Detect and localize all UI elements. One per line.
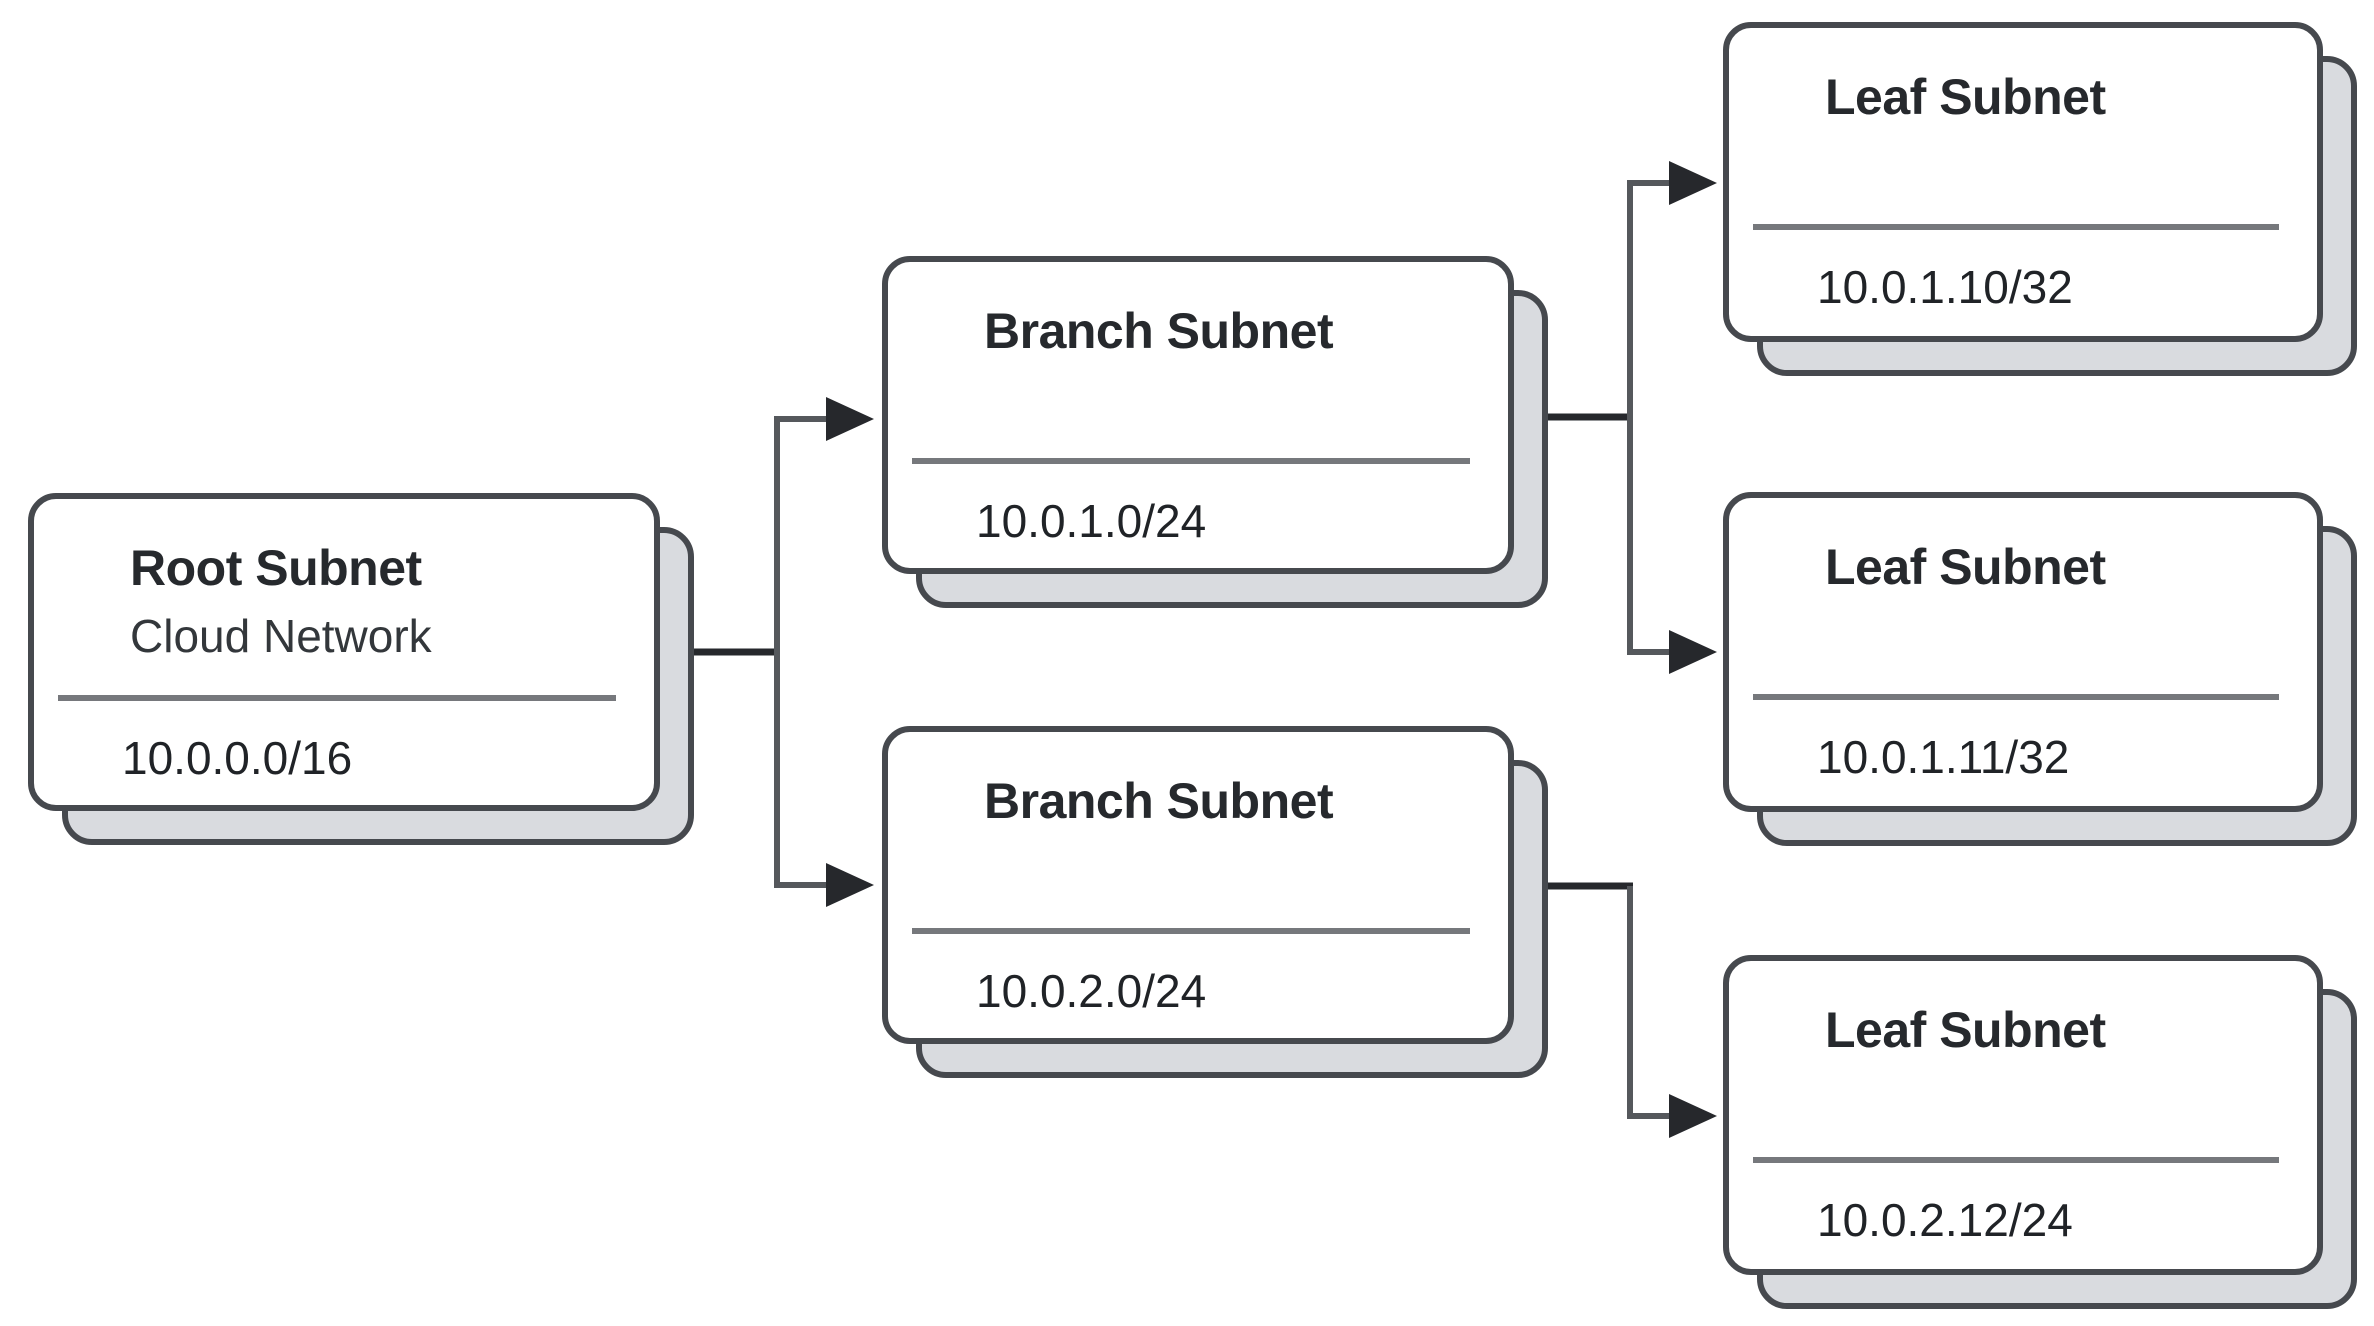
node-leaf-subnet-3: Leaf Subnet 10.0.2.12/24 [1723, 955, 2357, 1309]
node-root-subnet: Root Subnet Cloud Network 10.0.0.0/16 [28, 493, 694, 845]
node-title: Branch Subnet [984, 303, 1334, 359]
node-cidr: 10.0.1.10/32 [1817, 261, 2073, 313]
node-title: Leaf Subnet [1825, 69, 2106, 125]
arrowhead-into-leaf-3 [1669, 1094, 1717, 1138]
card: Leaf Subnet 10.0.2.12/24 [1723, 955, 2323, 1275]
card: Leaf Subnet 10.0.1.10/32 [1723, 22, 2323, 342]
node-branch-subnet-1: Branch Subnet 10.0.1.0/24 [882, 256, 1548, 608]
divider [1753, 694, 2279, 700]
node-title: Branch Subnet [984, 773, 1334, 829]
node-branch-subnet-2: Branch Subnet 10.0.2.0/24 [882, 726, 1548, 1078]
arrowhead-into-leaf-1 [1669, 161, 1717, 205]
card: Leaf Subnet 10.0.1.11/32 [1723, 492, 2323, 812]
card: Root Subnet Cloud Network 10.0.0.0/16 [28, 493, 660, 811]
node-leaf-subnet-2: Leaf Subnet 10.0.1.11/32 [1723, 492, 2357, 846]
node-cidr: 10.0.2.12/24 [1817, 1194, 2073, 1246]
node-title: Root Subnet [130, 540, 422, 596]
edge-trunk-branch1-leaves [1627, 180, 1671, 655]
divider [1753, 1157, 2279, 1163]
node-title: Leaf Subnet [1825, 1002, 2106, 1058]
node-title: Leaf Subnet [1825, 539, 2106, 595]
node-leaf-subnet-1: Leaf Subnet 10.0.1.10/32 [1723, 22, 2357, 376]
arrowhead-into-leaf-2 [1669, 630, 1717, 674]
node-cidr: 10.0.0.0/16 [122, 732, 353, 784]
edge-trunk-root-branches [774, 416, 828, 888]
divider [58, 695, 616, 701]
card: Branch Subnet 10.0.2.0/24 [882, 726, 1514, 1044]
node-cidr: 10.0.1.0/24 [976, 495, 1207, 547]
arrowhead-into-branch-1 [826, 397, 874, 441]
connector-root-to-branches [654, 397, 874, 907]
divider [912, 458, 1470, 464]
node-subtitle: Cloud Network [130, 610, 432, 662]
arrowhead-into-branch-2 [826, 863, 874, 907]
divider [912, 928, 1470, 934]
edge-elbow-branch2-leaf [1627, 886, 1671, 1119]
divider [1753, 224, 2279, 230]
card: Branch Subnet 10.0.1.0/24 [882, 256, 1514, 574]
node-cidr: 10.0.1.11/32 [1817, 731, 2070, 783]
node-cidr: 10.0.2.0/24 [976, 965, 1207, 1017]
